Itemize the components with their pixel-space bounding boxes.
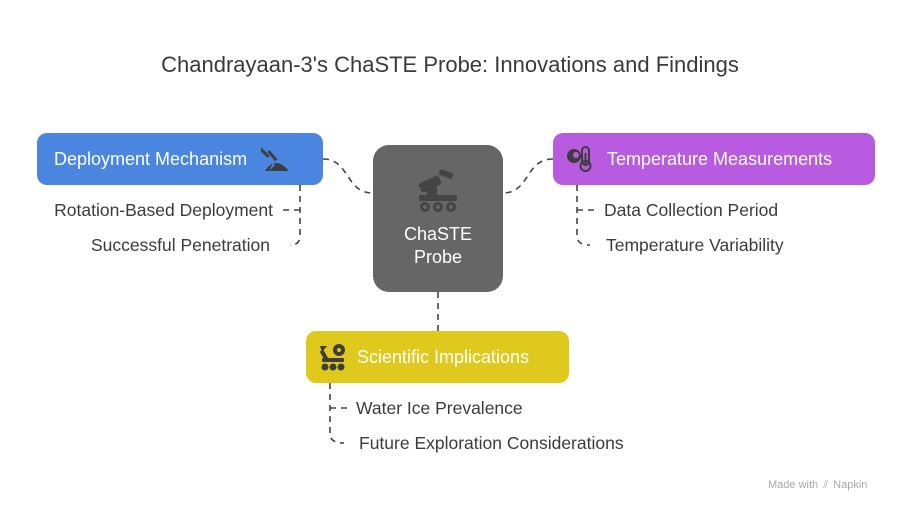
list-item: Temperature Variability xyxy=(606,235,784,255)
watermark-brand: Napkin xyxy=(833,479,868,491)
connector-temperature xyxy=(502,158,554,194)
branch-deployment[interactable]: Deployment Mechanism xyxy=(37,133,323,185)
connector-temperature-items xyxy=(576,185,596,246)
branch-scientific[interactable]: Scientific Implications xyxy=(306,331,569,383)
branch-temperature[interactable]: Temperature Measurements xyxy=(553,133,875,185)
connector-deployment-items xyxy=(280,185,301,246)
watermark-prefix: Made with xyxy=(768,479,819,491)
rover-arm-icon xyxy=(418,168,457,212)
connector-deployment xyxy=(322,158,374,194)
diagram-title: Chandrayaan-3's ChaSTE Probe: Innovation… xyxy=(161,52,739,77)
center-label-line1: ChaSTE xyxy=(403,223,473,244)
napkin-logo-icon: ⫽ xyxy=(823,479,829,491)
center-node: ChaSTE Probe xyxy=(373,145,503,292)
rover-satellite-icon xyxy=(319,344,345,371)
branch-label: Temperature Measurements xyxy=(607,148,833,169)
list-item: Rotation-Based Deployment xyxy=(54,200,273,220)
list-item: Water Ice Prevalence xyxy=(356,398,523,418)
branch-label: Deployment Mechanism xyxy=(54,148,248,169)
list-item: Data Collection Period xyxy=(604,200,779,220)
branch-label: Scientific Implications xyxy=(357,346,530,367)
shovel-mound-icon xyxy=(261,147,290,171)
thermometer-globe-icon xyxy=(567,146,592,172)
watermark[interactable]: Made with ⫽ Napkin xyxy=(768,479,867,492)
connector-scientific-items xyxy=(329,383,349,444)
list-item: Future Exploration Considerations xyxy=(359,433,624,453)
list-item: Successful Penetration xyxy=(91,235,270,255)
center-label-line2: Probe xyxy=(413,246,463,267)
